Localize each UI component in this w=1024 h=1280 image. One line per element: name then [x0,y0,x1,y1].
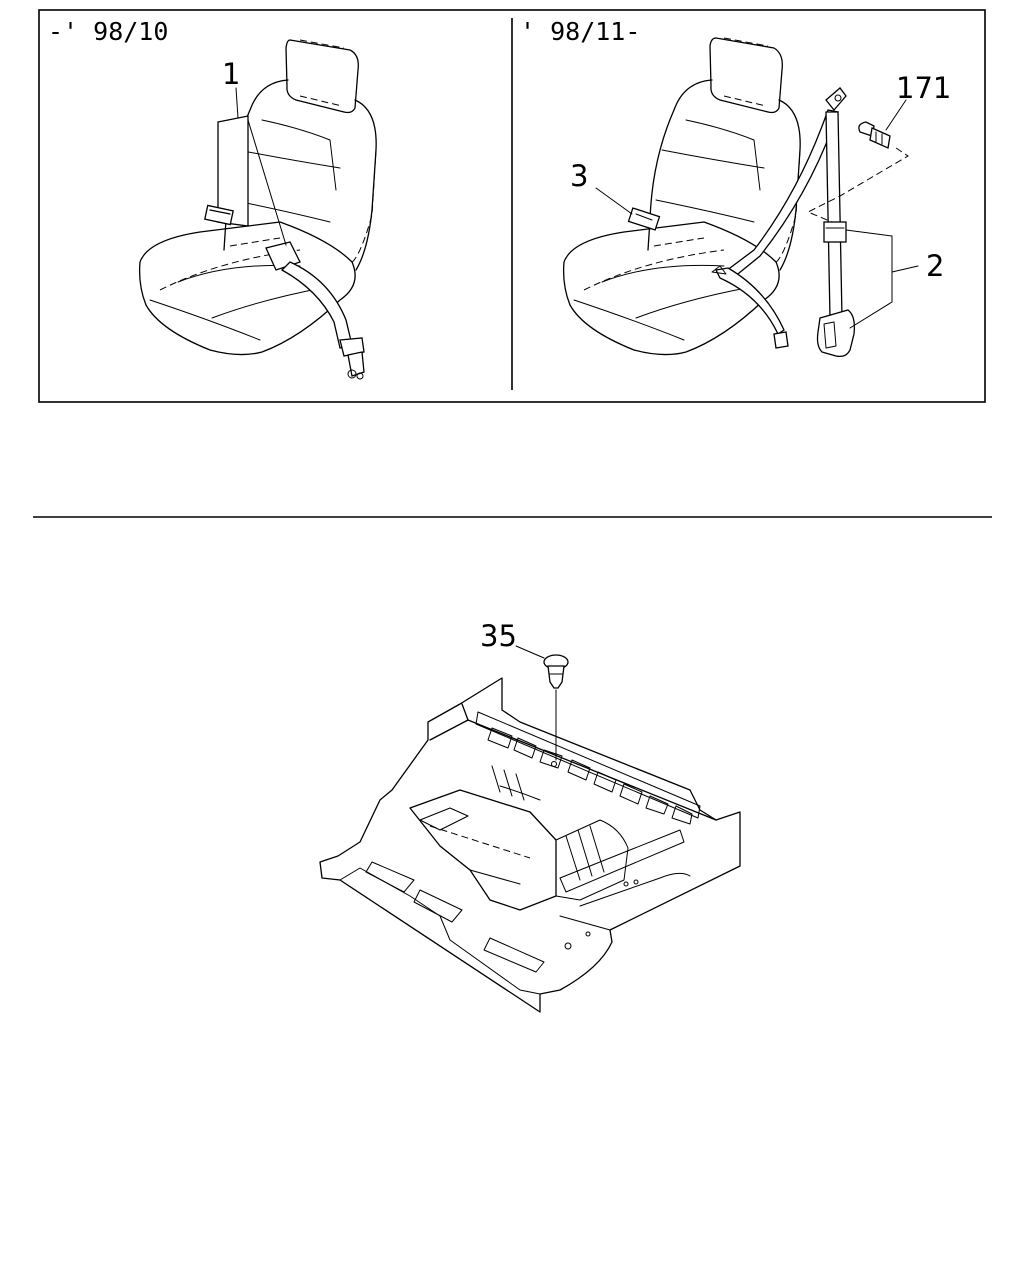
floor-clip [543,654,569,761]
callout-3: 3 [570,159,588,193]
right-date-label: ' 98/11- [520,17,640,46]
floor-panel [319,677,741,1013]
leader-171 [885,99,907,131]
callout-35: 35 [480,619,517,653]
left-date-label: -' 98/10 [48,17,168,46]
leader-1 [235,87,239,119]
top-panel-frame [38,9,986,403]
leader-1b [247,119,287,246]
callout-1: 1 [222,57,240,91]
buckle [627,207,661,231]
retractor-belt [711,87,856,358]
bolt-dash-line [806,147,909,223]
right-seat [562,37,801,356]
bracket-2 [845,229,893,329]
lap-belt [204,115,365,380]
leader-35 [515,645,545,659]
callout-171: 171 [896,71,951,105]
leader-2 [891,265,919,273]
callout-2: 2 [926,249,944,283]
bolt [858,121,891,149]
leader-3 [595,187,633,215]
